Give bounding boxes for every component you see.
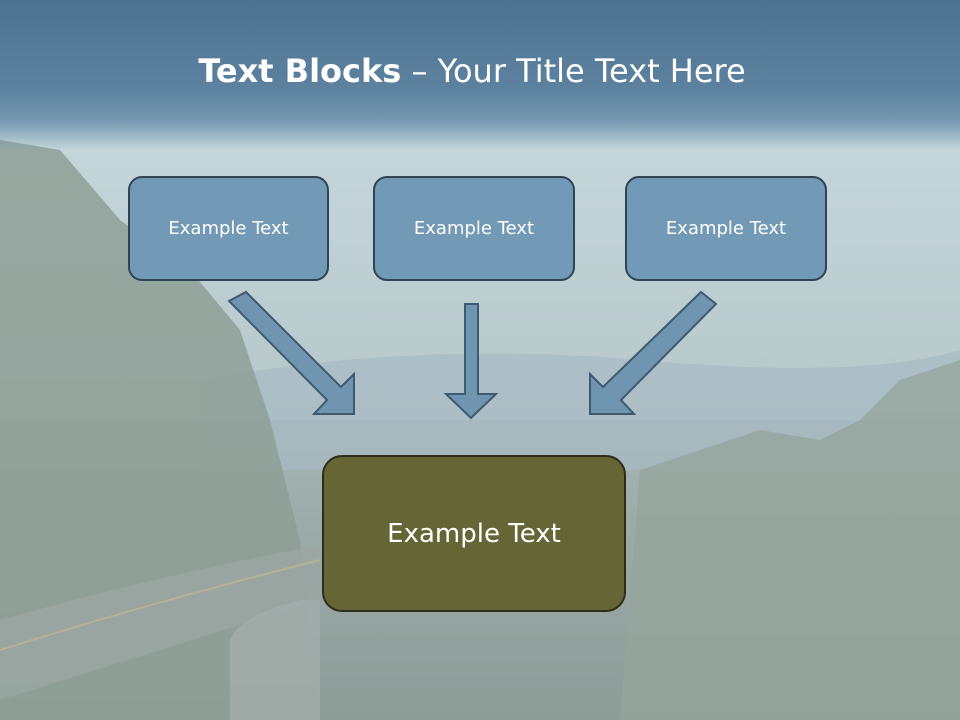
title-rest: Your Title Text Here <box>437 52 746 90</box>
target-block-label: Example Text <box>387 518 561 549</box>
road <box>0 545 320 700</box>
text-block-2[interactable]: Example Text <box>373 176 575 281</box>
target-block[interactable]: Example Text <box>322 455 626 612</box>
text-block-2-label: Example Text <box>413 218 535 239</box>
slide-title: Text Blocks – Your Title Text Here <box>0 52 944 90</box>
arrow-down-icon <box>443 303 499 420</box>
arrow-left-icon <box>227 290 355 415</box>
arrow-right-icon <box>589 290 718 415</box>
guard-rail <box>230 600 320 720</box>
text-block-1-label: Example Text <box>168 218 289 239</box>
right-trees <box>620 360 960 720</box>
text-block-3[interactable]: Example Text <box>625 176 827 281</box>
text-block-1[interactable]: Example Text <box>128 176 329 281</box>
title-separator: – <box>401 52 438 90</box>
title-bar <box>0 0 960 150</box>
text-block-3-label: Example Text <box>665 218 787 239</box>
title-bold: Text Blocks <box>198 52 402 90</box>
road-line <box>0 559 321 651</box>
